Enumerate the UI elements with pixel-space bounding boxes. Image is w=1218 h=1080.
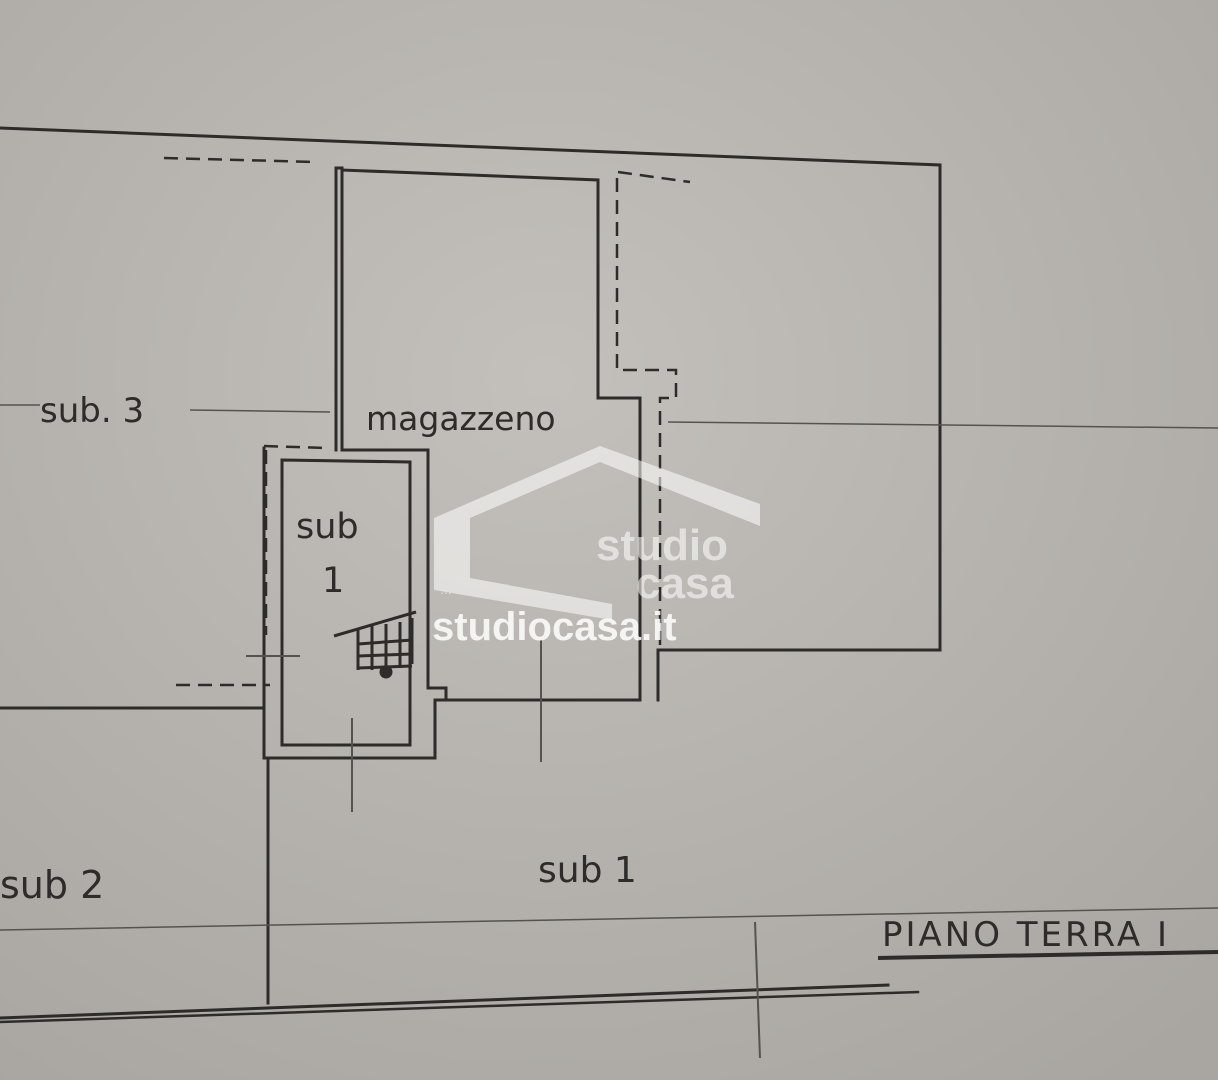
watermark-brand-line2: casa [636, 559, 734, 608]
watermark-brand-line1: studio [596, 521, 728, 570]
axis-line-sub3 [0, 404, 331, 413]
thin-lines [0, 404, 1218, 1059]
magazzeno-wall [340, 168, 642, 702]
staircase-icon [333, 610, 417, 679]
label-magazzeno: magazzeno [366, 399, 556, 438]
top-boundary-wall [0, 126, 942, 652]
label-sub1: sub 1 [538, 850, 637, 891]
piano-terra-underline [877, 950, 1218, 960]
stair-block-inner-wall [280, 458, 412, 747]
magazzeno-inner-wall [334, 166, 344, 452]
dashed-lines [163, 156, 691, 687]
label-sub2: sub 2 [0, 863, 104, 907]
right-step-wall [656, 648, 670, 702]
label-sub3: sub. 3 [40, 391, 144, 431]
dashed-right-room [615, 170, 691, 650]
dashed-stair-left [263, 444, 327, 635]
ground-line-2 [0, 990, 920, 1024]
ground-line-1 [0, 983, 890, 1020]
label-sub-small: sub [296, 507, 359, 547]
studiocasa-watermark: studio casa ... dal 1975 [434, 446, 760, 620]
axis-line-right [667, 421, 1218, 429]
room-labels: sub. 3 magazzeno sub 1 sub 2 sub 1 PIANO… [0, 391, 1218, 960]
watermark-since: ... dal 1975 [440, 581, 509, 597]
walls [0, 126, 942, 1024]
dashed-top-left [163, 156, 317, 164]
watermark-site: studiocasa.it [432, 605, 677, 649]
watermark-logo-icon [434, 446, 760, 620]
ground-label-line [0, 907, 1218, 931]
section-tick-3 [754, 921, 761, 1059]
label-sub-small-number: 1 [322, 561, 344, 601]
stair-block-outer-wall [262, 446, 448, 760]
label-piano-terra: PIANO TERRA I [882, 915, 1170, 955]
